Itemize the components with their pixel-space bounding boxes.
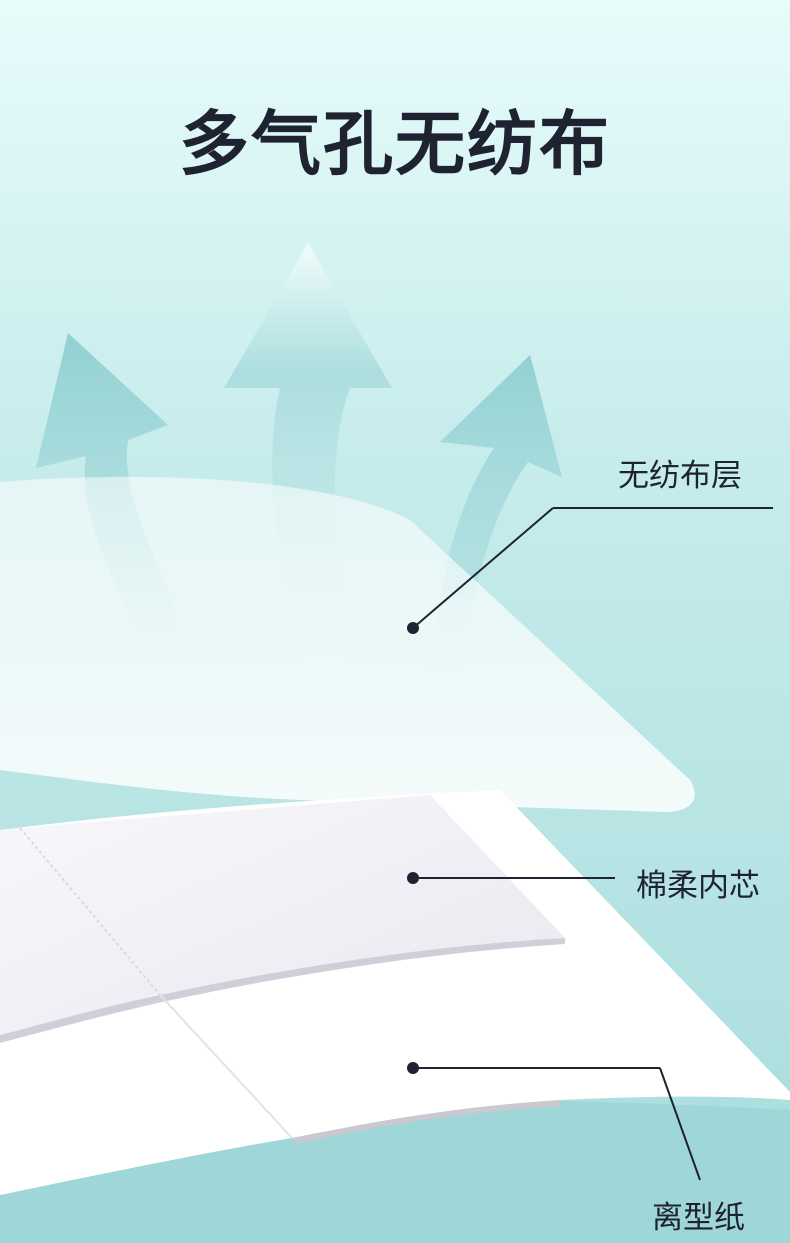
callout-dot-paper xyxy=(407,1062,419,1074)
page-title: 多气孔无纺布 xyxy=(179,103,611,185)
label-cotton-core: 棉柔内芯 xyxy=(636,868,760,904)
release-paper-edge xyxy=(292,1100,560,1144)
nonwoven-layer-sheet xyxy=(0,476,695,812)
callout-dot-nonwoven xyxy=(407,622,419,634)
callout-line-nonwoven xyxy=(412,507,554,629)
label-nonwoven-layer: 无纺布层 xyxy=(618,458,742,494)
label-release-paper: 离型纸 xyxy=(652,1200,745,1236)
cotton-core-pad xyxy=(0,795,565,1035)
callout-lines xyxy=(407,507,773,1181)
callout-dot-core xyxy=(407,872,419,884)
paper-fold xyxy=(159,994,293,1139)
core-seam xyxy=(19,827,161,996)
callout-line-paper-diag xyxy=(659,1067,701,1181)
